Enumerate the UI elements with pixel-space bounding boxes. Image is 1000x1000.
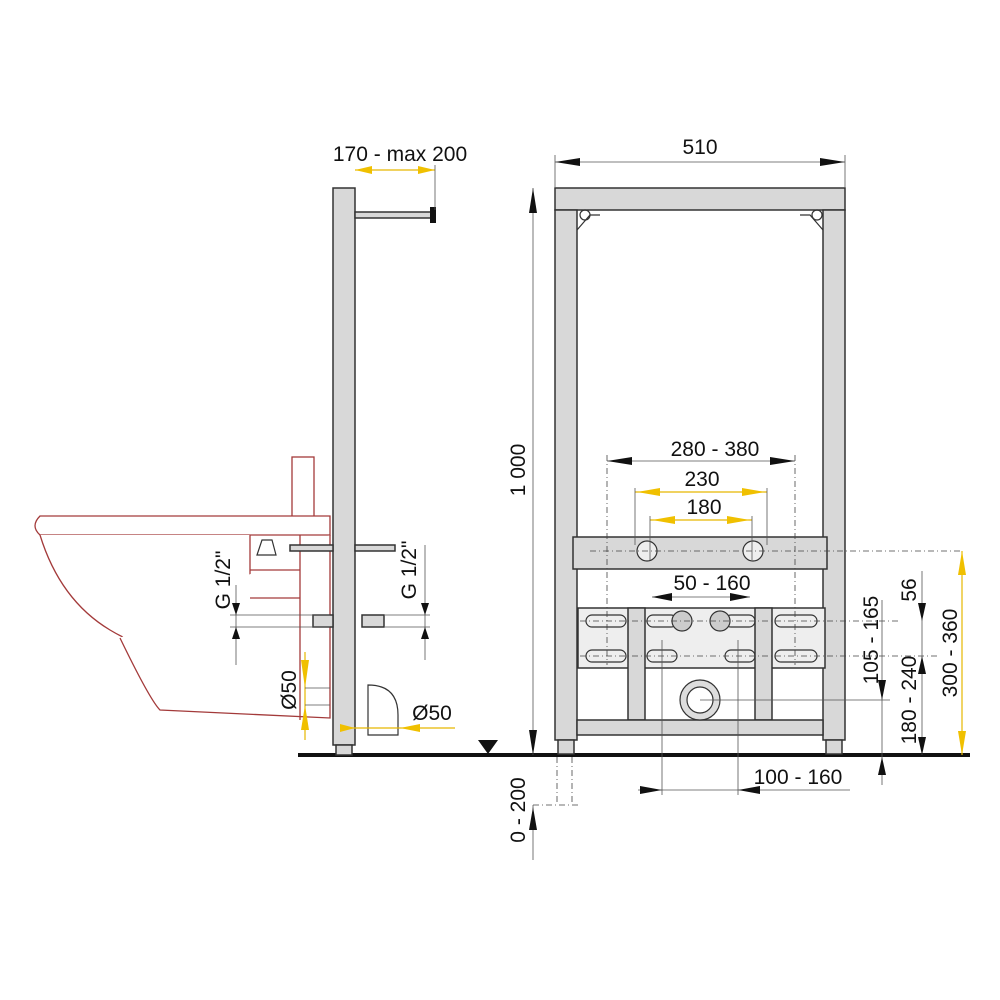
side-view: G 1/2" G 1/2" Ø50 Ø50 170 - max 200 xyxy=(34,143,467,756)
height-56-label: 56 xyxy=(898,578,921,601)
bidet-bolt-cap xyxy=(256,539,277,556)
water-inlet-label-right: G 1/2" xyxy=(398,541,421,600)
spacing-180-label: 180 xyxy=(686,496,721,519)
floor-level-marker-icon xyxy=(478,740,498,754)
inlet-plate xyxy=(577,607,826,669)
side-frame-column xyxy=(332,187,356,746)
side-frame-foot xyxy=(335,744,353,756)
bidet-bolt xyxy=(289,544,334,552)
mounting-bar xyxy=(572,536,828,570)
threaded-rod-top xyxy=(354,211,436,219)
spacing-230-label: 230 xyxy=(684,468,719,491)
bidet-outline xyxy=(34,456,331,720)
height-label: 1 000 xyxy=(507,444,530,497)
inlet-spacing-label: 50 - 160 xyxy=(673,572,750,595)
drain-diameter-label-right: Ø50 xyxy=(412,702,452,725)
offset-label: 100 - 160 xyxy=(754,766,843,789)
water-inlet-label-left: G 1/2" xyxy=(212,551,235,610)
front-view: 510 1 000 280 - 380 230 180 50 - 160 100… xyxy=(507,136,966,860)
height-300-360-label: 300 - 360 xyxy=(939,609,962,698)
bolt-spacing-label: 280 - 380 xyxy=(671,438,760,461)
rod-nut xyxy=(430,207,436,223)
frame-bottom-bar xyxy=(576,719,824,736)
floor-line xyxy=(298,753,970,757)
floor-adjust-label: 0 - 200 xyxy=(507,777,530,842)
frame-left-leg xyxy=(554,209,578,741)
drain-elbow xyxy=(367,684,399,736)
wall-anchor-right xyxy=(811,209,823,221)
depth-label: 170 - max 200 xyxy=(333,143,467,166)
frame-top-bar xyxy=(554,187,846,211)
height-105-165-label: 105 - 165 xyxy=(860,596,883,685)
water-inlet-left xyxy=(312,614,334,628)
width-label: 510 xyxy=(682,136,717,159)
frame-right-leg xyxy=(822,209,846,741)
water-inlet-right xyxy=(361,614,385,628)
wall-anchor-left xyxy=(579,209,591,221)
threaded-rod-mid xyxy=(354,544,396,552)
drain-diameter-label-left: Ø50 xyxy=(278,670,301,710)
height-180-240-label: 180 - 240 xyxy=(898,656,921,745)
